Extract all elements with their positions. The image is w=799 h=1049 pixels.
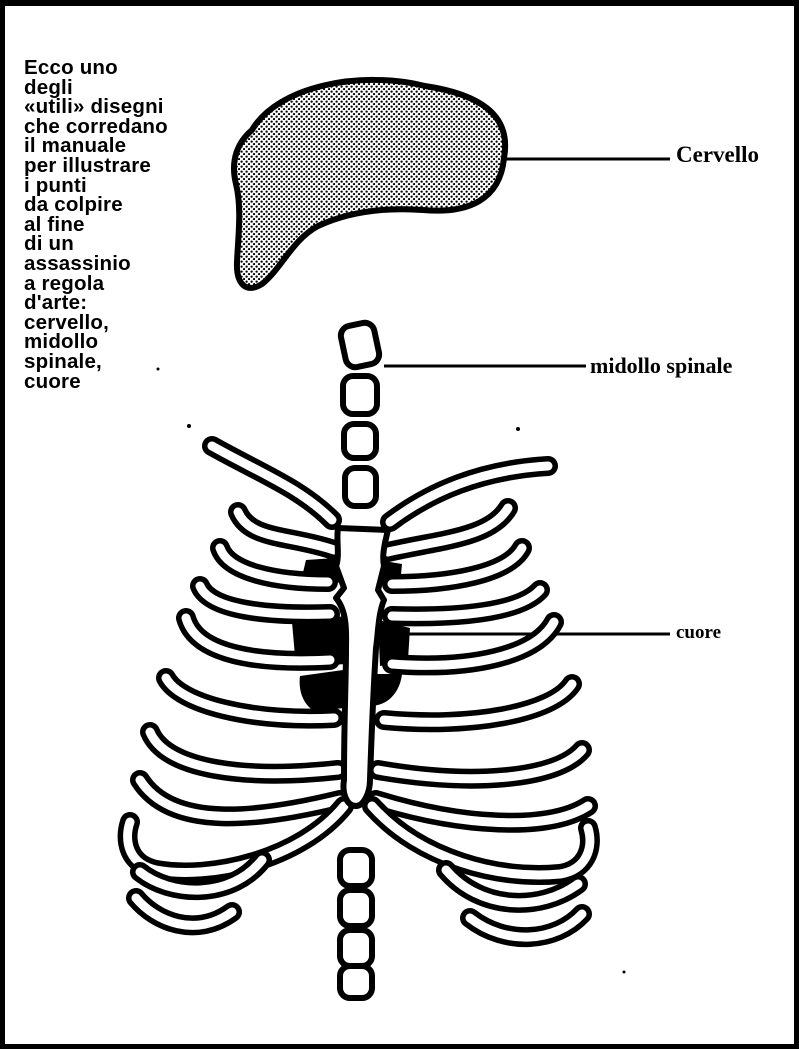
print-speck	[157, 368, 160, 371]
vertebra	[340, 890, 372, 926]
upper-spine	[339, 321, 381, 506]
vertebra	[344, 424, 376, 458]
brain-shape	[234, 80, 505, 288]
label-spine: midollo spinale	[590, 353, 732, 379]
print-speck	[623, 971, 626, 974]
print-speck	[187, 424, 191, 428]
print-speck	[516, 427, 520, 431]
vertebra	[339, 321, 381, 369]
ribs-right	[372, 466, 590, 937]
lower-spine	[340, 850, 372, 998]
label-brain: Cervello	[676, 142, 759, 168]
vertebra	[340, 850, 372, 886]
vertebra	[340, 930, 372, 966]
vertebra	[345, 468, 376, 506]
vertebra	[340, 966, 372, 998]
label-heart: cuore	[676, 622, 721, 644]
vertebra	[343, 376, 377, 414]
